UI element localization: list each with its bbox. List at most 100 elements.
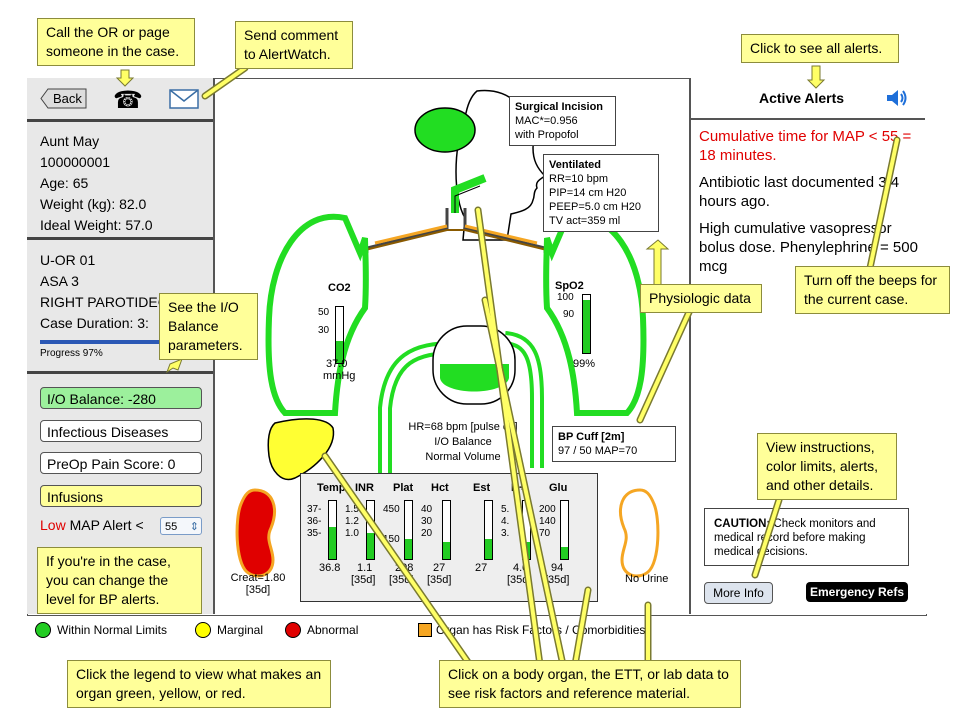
- endotracheal-tube[interactable]: [454, 185, 481, 213]
- surgical-agent: with Propofol: [515, 129, 579, 141]
- phone-icon[interactable]: ☎: [113, 87, 143, 114]
- lab-value: 36.8: [319, 562, 341, 574]
- callout-turn-off-beeps: Turn off the beeps for the current case.: [795, 266, 950, 314]
- case-duration: Case Duration: 3:: [40, 315, 149, 331]
- spo2-tick-high: 100: [557, 292, 574, 303]
- callout-physiologic: Physiologic data: [640, 284, 762, 313]
- legend[interactable]: Within Normal Limits Marginal Abnormal O…: [35, 622, 675, 640]
- alert-list[interactable]: Cumulative time for MAP < 55 = 18 minute…: [699, 127, 921, 276]
- lab-age: [35d]: [351, 574, 376, 586]
- lab-tick: 1.5: [345, 504, 359, 515]
- patient-ideal-weight: Ideal Weight: 57.0: [40, 217, 153, 233]
- airway[interactable]: [451, 174, 487, 213]
- co2-gauge[interactable]: CO2 50 30 37.0 mmHg: [318, 278, 378, 388]
- lab-tick: 4.: [501, 516, 510, 527]
- emergency-refs-button[interactable]: Emergency Refs: [806, 582, 908, 602]
- patient-name: Aunt May: [40, 133, 100, 149]
- lab-tick: 5.: [501, 504, 510, 515]
- back-button[interactable]: Back: [40, 88, 87, 109]
- surgical-incision-box[interactable]: Surgical Incision MAC*=0.956 with Propof…: [509, 96, 616, 146]
- back-arrow-icon: [40, 88, 87, 109]
- lab-tick: 70: [539, 528, 551, 539]
- lab-name: Plat: [393, 482, 414, 494]
- infusions-button[interactable]: Infusions: [40, 485, 202, 507]
- case-procedure: RIGHT PAROTIDEC: [40, 294, 168, 310]
- infectious-diseases-button[interactable]: Infectious Diseases: [40, 420, 202, 442]
- heart-rate: HR=68 bpm [pulse ox]: [408, 421, 518, 433]
- back-label: Back: [53, 91, 82, 106]
- liver[interactable]: [267, 418, 335, 481]
- lab-value: 27: [433, 562, 446, 574]
- case-room: U-OR 01: [40, 252, 96, 268]
- alert-item[interactable]: Cumulative time for MAP < 55 = 18 minute…: [699, 128, 912, 164]
- lab-value: 298: [395, 562, 414, 574]
- io-balance-button[interactable]: I/O Balance: -280: [40, 387, 202, 409]
- alerts-title: Active Alerts: [759, 90, 845, 106]
- lab-column[interactable]: K+5.4.3.4.0[35d]: [501, 480, 539, 598]
- alert-item[interactable]: Antibiotic last documented 3.4 hours ago…: [699, 174, 900, 210]
- heart-info[interactable]: HR=68 bpm [pulse ox] I/O Balance Normal …: [400, 420, 526, 465]
- left-kidney[interactable]: [235, 488, 276, 578]
- lab-bar: [366, 500, 375, 560]
- preop-pain-button[interactable]: PreOp Pain Score: 0: [40, 452, 202, 474]
- vent-title: Ventilated: [549, 159, 601, 171]
- spo2-label: SpO2: [555, 280, 584, 292]
- lab-tick: 20: [421, 528, 433, 539]
- callout-io-params: See the I/O Balance parameters.: [159, 293, 258, 360]
- lab-tick: 1.0: [345, 528, 359, 539]
- callout-legend-help: Click the legend to view what makes an o…: [67, 660, 331, 708]
- map-alert-value: 55: [165, 521, 178, 533]
- urine-label: No Urine: [625, 573, 669, 585]
- right-kidney[interactable]: [619, 488, 660, 578]
- bp-value: 97 / 50 MAP=70: [558, 445, 638, 457]
- lab-tick: 140: [539, 516, 556, 527]
- alert-item[interactable]: High cumulative vasopressor bolus dose. …: [699, 220, 918, 275]
- legend-red-dot: [285, 622, 301, 638]
- right-lung[interactable]: [543, 213, 647, 416]
- lab-tick: 450: [383, 504, 400, 515]
- bp-cuff-box[interactable]: BP Cuff [2m] 97 / 50 MAP=70: [552, 426, 676, 462]
- case-info: U-OR 01 ASA 3 RIGHT PAROTIDEC Case Durat…: [40, 250, 168, 334]
- patient-age: Age: 65: [40, 175, 89, 191]
- lab-value: 27: [475, 562, 488, 574]
- lab-age: [35d]: [427, 574, 452, 586]
- map-alert-select[interactable]: 55 ⇕: [160, 517, 202, 535]
- lab-age: [35d]: [545, 574, 570, 586]
- body-diagram: [235, 89, 660, 578]
- speaker-icon[interactable]: [885, 87, 909, 114]
- patient-info[interactable]: Aunt May 100000001 Age: 65 Weight (kg): …: [40, 131, 153, 236]
- callout-view-instructions: View instructions, color limits, alerts,…: [757, 433, 897, 500]
- legend-green-dot: [35, 622, 51, 638]
- lab-tick: 150: [383, 534, 400, 545]
- lab-tick: 40: [421, 504, 433, 515]
- brain[interactable]: [414, 107, 476, 153]
- email-icon[interactable]: [169, 89, 199, 114]
- case-asa: ASA 3: [40, 273, 79, 289]
- lab-bar: [328, 500, 337, 560]
- vent-rr: RR=10 bpm: [549, 173, 609, 185]
- lab-age: [35d]: [507, 574, 532, 586]
- callout-send-comment: Send comment to AlertWatch.: [235, 21, 353, 69]
- divider: [27, 237, 213, 240]
- lab-bar: [560, 500, 569, 560]
- ventilation-box[interactable]: Ventilated RR=10 bpm PIP=14 cm H20 PEEP=…: [543, 154, 659, 232]
- lab-bar-fill: [485, 539, 492, 559]
- patient-weight: Weight (kg): 82.0: [40, 196, 147, 212]
- left-lung[interactable]: [265, 213, 369, 416]
- surgical-mac: MAC*=0.956: [515, 115, 578, 127]
- heart[interactable]: [432, 325, 516, 405]
- alerts-header[interactable]: Active Alerts: [689, 78, 925, 120]
- co2-tick-low: 30: [318, 325, 330, 336]
- lab-tick: 35-: [307, 528, 322, 539]
- map-alert-low: Low: [40, 517, 66, 533]
- legend-normal: Within Normal Limits: [57, 623, 168, 637]
- more-info-button[interactable]: More Info: [704, 582, 773, 604]
- spo2-gauge[interactable]: SpO2 100 90 99%: [555, 278, 615, 378]
